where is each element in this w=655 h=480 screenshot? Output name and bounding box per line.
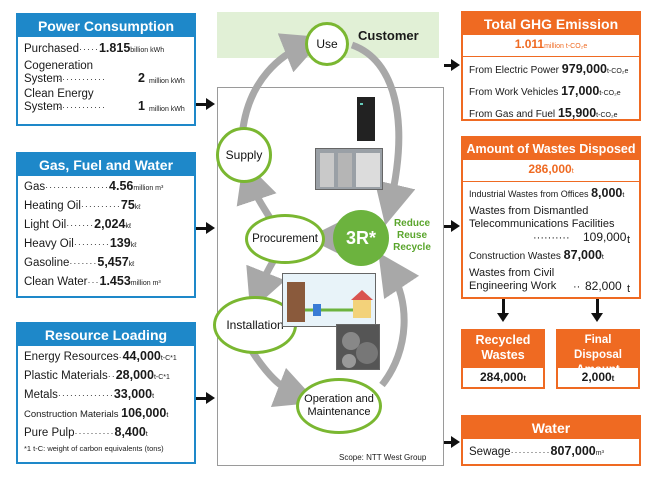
scope-label: Scope: NTT West Group [339, 453, 427, 462]
final-down-arrow-icon [591, 313, 603, 322]
wastes-output-arrow-line [444, 225, 454, 228]
gas-fuel-water-panel: Gas, Fuel and Water Gas················4… [16, 152, 196, 298]
gas-input-arrow-icon [206, 222, 215, 234]
power-input-arrow-line [196, 103, 208, 106]
wastes-output-arrow-icon [451, 220, 460, 232]
recycled-wastes-title: Recycled Wastes [463, 331, 543, 368]
three-r-labels: Reduce Reuse Recycle [393, 218, 431, 253]
list-item: Pure Pulp··········8,400t [24, 425, 148, 439]
list-item: From Gas and Fuel 15,900t-CO₂e [469, 106, 618, 120]
ghg-total: 1.011million t-CO₂e [463, 35, 639, 57]
ghg-emission-title: Total GHG Emission [463, 13, 639, 35]
power-consumption-panel: Power Consumption Purchased·····1.815bil… [16, 13, 196, 126]
list-item: Construction Wastes 87,000t [469, 248, 604, 262]
wastes-disposed-panel: Amount of Wastes Disposed 286,000t Indus… [461, 136, 641, 299]
list-item: Wastes from Dismantled Telecommunication… [469, 205, 631, 246]
operation-node: Operation and Maintenance [296, 378, 382, 434]
three-r-badge: 3R* [333, 210, 389, 266]
water-title: Water [463, 417, 639, 439]
supply-node: Supply [216, 127, 272, 183]
list-item: Light Oil·······2,024kℓ [24, 217, 132, 231]
router-photo [351, 95, 381, 143]
power-input-arrow-icon [206, 98, 215, 110]
footnote: *1 t-C: weight of carbon equivalents (to… [24, 444, 164, 453]
list-item: Gasoline·······5,457kℓ [24, 255, 135, 269]
resource-input-arrow-icon [206, 392, 215, 404]
water-output-arrow-icon [451, 436, 460, 448]
recycled-down-arrow-icon [497, 313, 509, 322]
list-item: Energy Resources·44,000t-C*1 [24, 349, 177, 363]
final-disposal-value: 2,000t [581, 370, 615, 384]
list-item: Heavy Oil·········139kℓ [24, 236, 137, 250]
ghg-output-arrow-line [444, 64, 454, 67]
list-item: Sewage··········807,000m³ [469, 444, 604, 458]
water-output-arrow-line [444, 441, 454, 444]
gas-fuel-water-title: Gas, Fuel and Water [18, 154, 194, 176]
resource-loading-title: Resource Loading [18, 324, 194, 346]
list-item: From Work Vehicles 17,000t-CO₂e [469, 84, 621, 98]
recycled-wastes-panel: Recycled Wastes 284,000t [461, 329, 545, 389]
final-down-arrow-line [596, 299, 599, 315]
water-panel: Water Sewage··········807,000m³ [461, 415, 641, 466]
recycled-down-arrow-line [502, 299, 505, 315]
list-item: Metals··············33,000t [24, 387, 155, 401]
equipment-photo [315, 148, 383, 190]
ghg-output-arrow-icon [451, 59, 460, 71]
building-illustration [282, 273, 376, 327]
list-item: From Electric Power 979,000t-CO₂e [469, 62, 629, 76]
debris-photo [336, 324, 380, 370]
resource-input-arrow-line [196, 397, 208, 400]
list-item: Plastic Materials··28,000t-C*1 [24, 368, 170, 382]
list-item: Wastes from Civil Engineering Work ·· 82… [469, 267, 631, 295]
use-node: Use [305, 22, 349, 66]
wastes-disposed-title: Amount of Wastes Disposed [463, 138, 639, 160]
wastes-total: 286,000t [463, 160, 639, 182]
customer-label: Customer [358, 28, 419, 43]
list-item: Construction Materials 106,000t [24, 406, 169, 420]
list-item: Industrial Wastes from Offices 8,000t [469, 186, 625, 200]
list-item: Purchased·····1.815billion kWh [24, 41, 165, 55]
final-disposal-panel: Final Disposal Amount 2,000t [556, 329, 640, 389]
final-disposal-title: Final Disposal Amount [558, 331, 638, 376]
resource-loading-panel: Resource Loading Energy Resources·44,000… [16, 322, 196, 464]
list-item: Gas················4.56million m³ [24, 179, 164, 193]
procurement-node: Procurement [245, 214, 325, 264]
list-item: Heating Oil··········75kℓ [24, 198, 141, 212]
ghg-emission-panel: Total GHG Emission 1.011million t-CO₂e F… [461, 11, 641, 121]
list-item: Clean Water···1.453million m³ [24, 274, 161, 288]
recycled-wastes-value: 284,000t [479, 370, 527, 384]
gas-input-arrow-line [196, 227, 208, 230]
power-consumption-title: Power Consumption [18, 15, 194, 37]
